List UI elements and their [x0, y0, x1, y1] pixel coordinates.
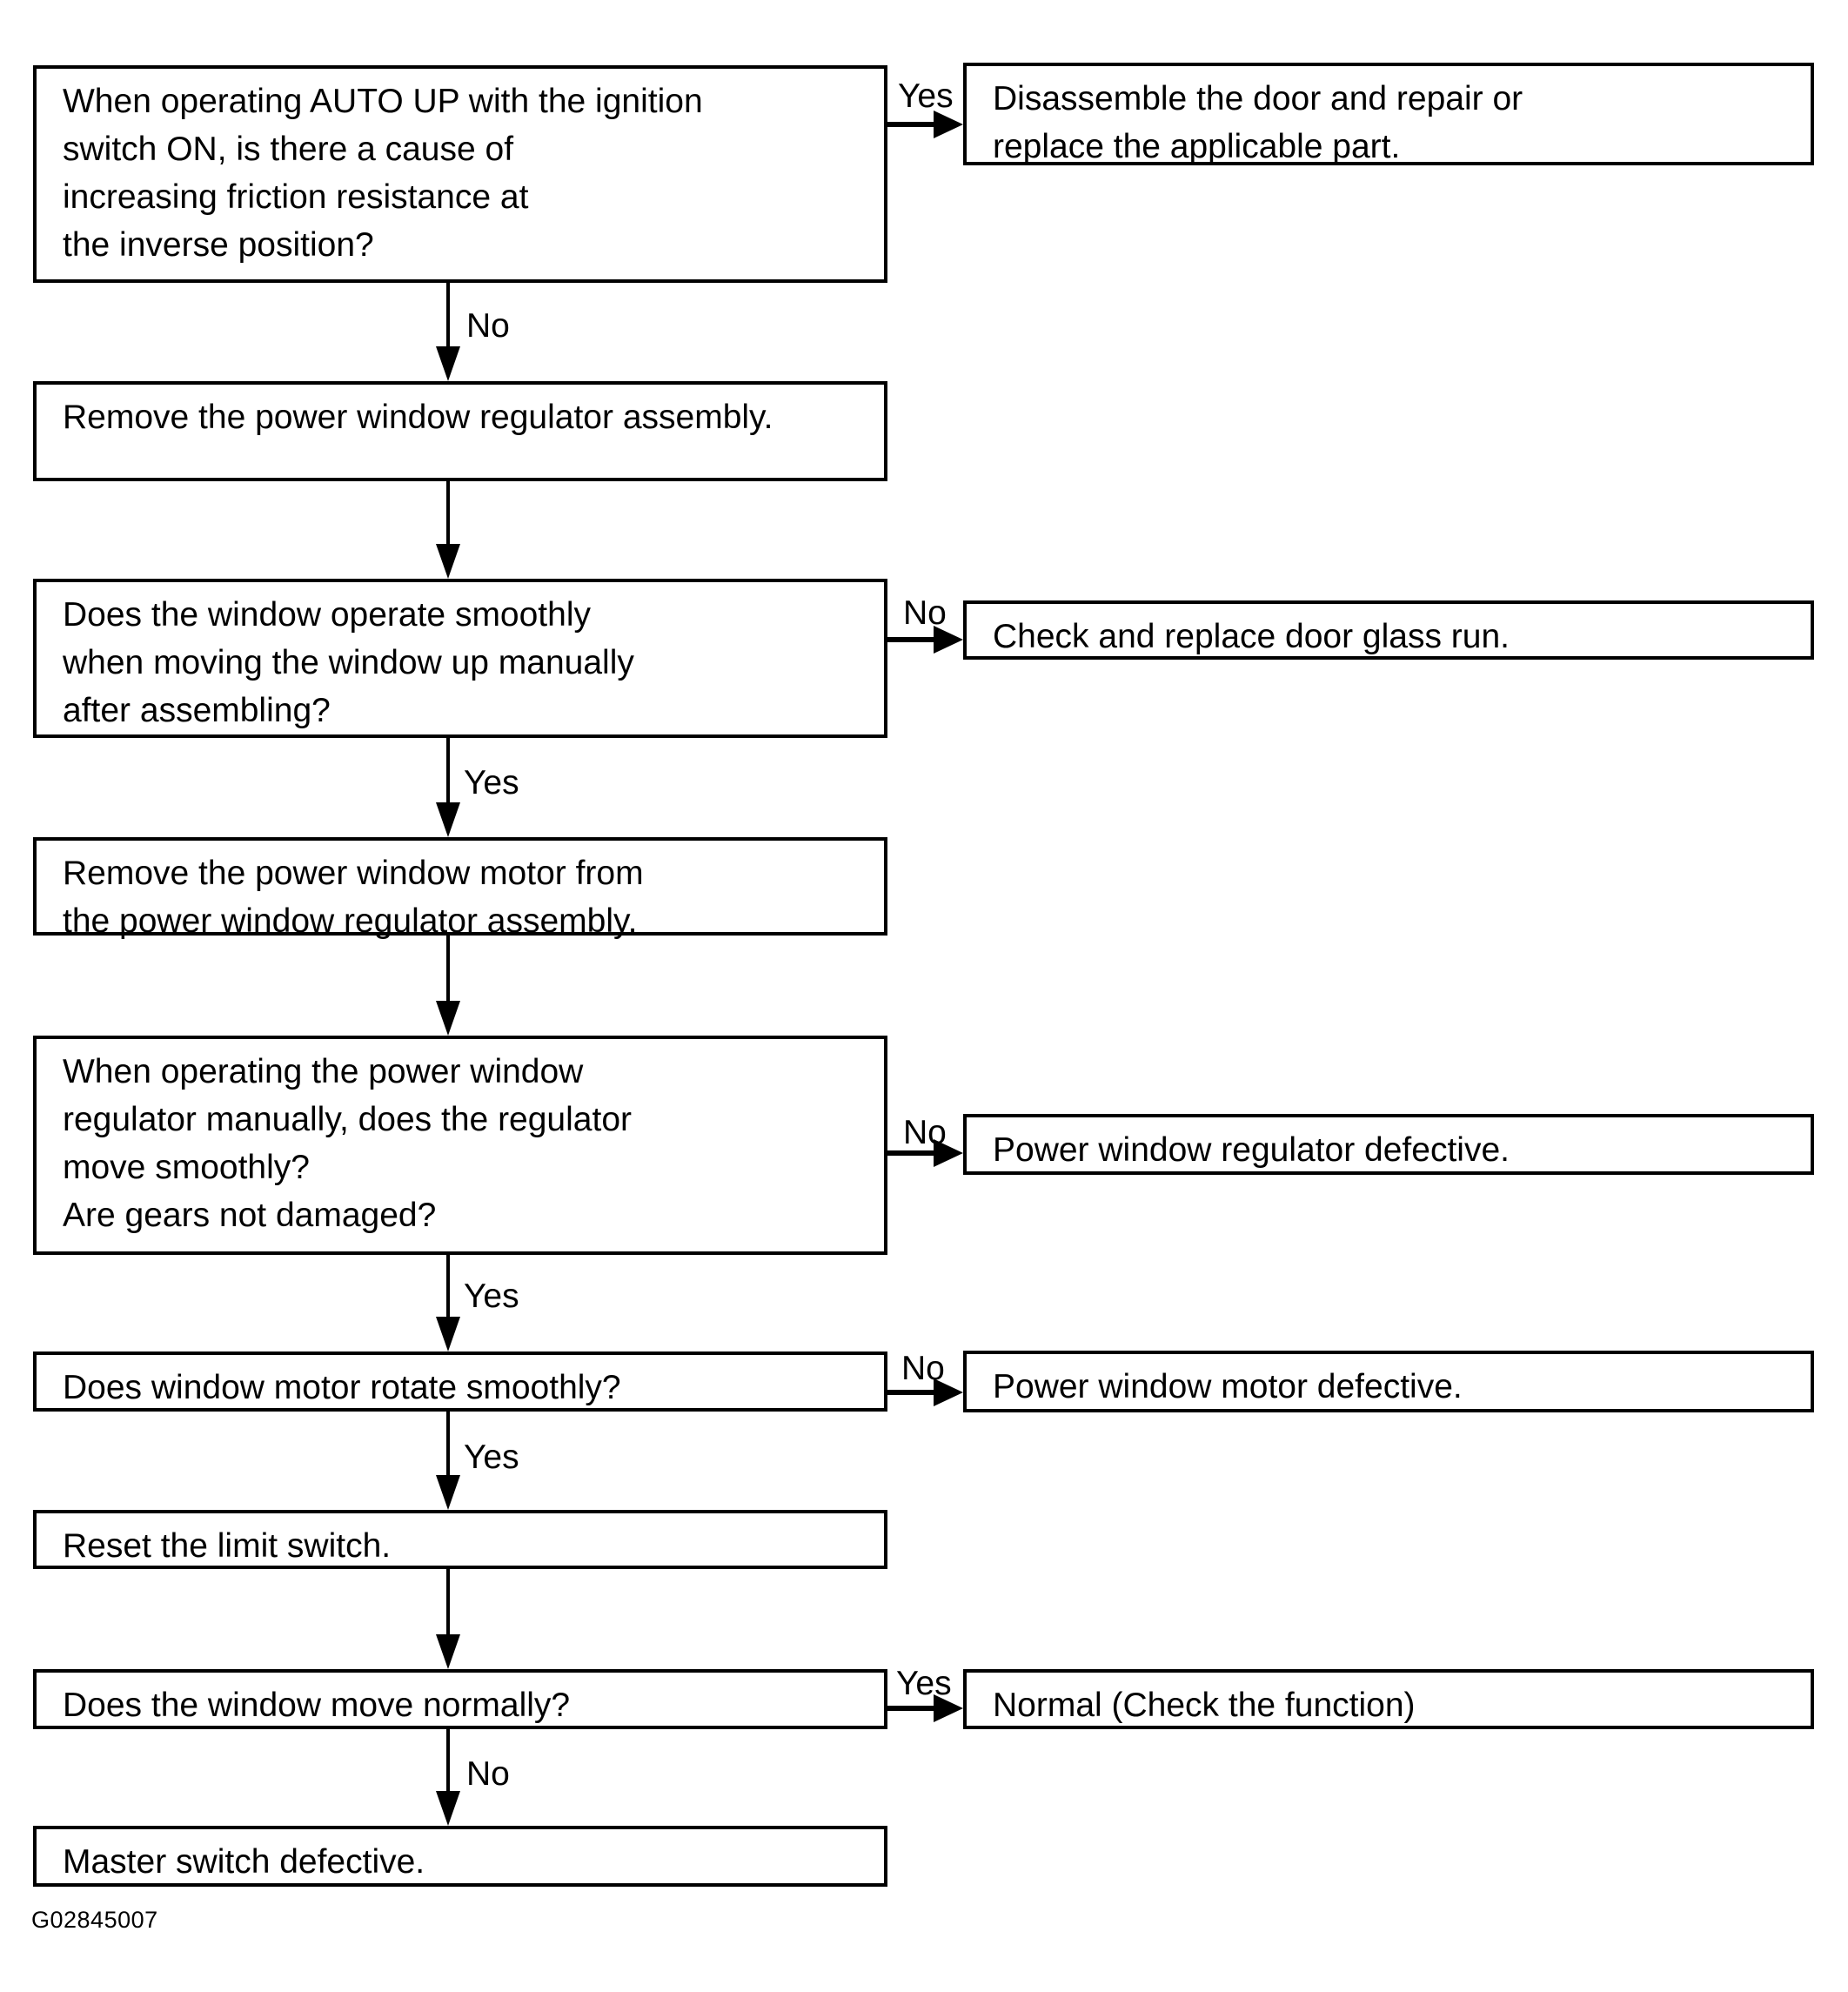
connector-motor-rotate-yes-line — [446, 1412, 450, 1475]
connector-reset-limit-next-line — [446, 1569, 450, 1634]
flow-node-q-auto-up: When operating AUTO UP with the ignition… — [33, 65, 887, 283]
connector-regulator-smooth-yes-line — [446, 1255, 450, 1317]
arrowhead-right-icon — [934, 1378, 963, 1406]
arrowhead-right-icon — [934, 626, 963, 654]
edge-label-no: No — [903, 1114, 947, 1151]
flow-node-q-window-smooth: Does the window operate smoothly when mo… — [33, 579, 887, 738]
arrowhead-down-icon — [436, 346, 460, 381]
arrowhead-down-icon — [436, 1634, 460, 1669]
flow-node-disassemble-door: Disassemble the door and repair or repla… — [963, 63, 1814, 165]
flow-node-reset-limit: Reset the limit switch. — [33, 1510, 887, 1569]
edge-label-yes: Yes — [898, 77, 954, 115]
connector-window-smooth-yes-line — [446, 738, 450, 802]
arrowhead-down-icon — [436, 1001, 460, 1036]
flow-node-q-window-normal: Does the window move normally? — [33, 1669, 887, 1729]
arrowhead-right-icon — [934, 1139, 963, 1167]
connector-motor-next-line — [446, 936, 450, 1001]
arrowhead-down-icon — [436, 802, 460, 837]
arrowhead-down-icon — [436, 1475, 460, 1510]
flow-node-motor-defective: Power window motor defective. — [963, 1351, 1814, 1412]
edge-label-no: No — [903, 594, 947, 632]
connector-auto-up-no-line — [446, 283, 450, 348]
arrowhead-right-icon — [934, 1694, 963, 1722]
figure-id-caption: G02845007 — [31, 1907, 158, 1933]
connector-auto-up-yes-line — [887, 122, 934, 127]
arrowhead-down-icon — [436, 1317, 460, 1351]
flow-node-q-motor-rotate: Does window motor rotate smoothly? — [33, 1351, 887, 1412]
edge-label-no: No — [466, 307, 510, 345]
connector-regulator-next-line — [446, 481, 450, 544]
flow-node-q-regulator-smooth: When operating the power window regulato… — [33, 1036, 887, 1255]
flow-node-glass-run: Check and replace door glass run. — [963, 600, 1814, 660]
flow-node-master-switch-defective: Master switch defective. — [33, 1826, 887, 1887]
flow-node-remove-motor: Remove the power window motor from the p… — [33, 837, 887, 940]
connector-window-normal-no-line — [446, 1729, 450, 1791]
connector-motor-rotate-no-line — [887, 1390, 934, 1395]
connector-regulator-smooth-no-line — [887, 1150, 934, 1156]
arrowhead-down-icon — [436, 1791, 460, 1826]
edge-label-yes: Yes — [464, 1278, 519, 1315]
flow-node-regulator-defective: Power window regulator defective. — [963, 1114, 1814, 1175]
connector-window-smooth-no-line — [887, 637, 934, 642]
arrowhead-down-icon — [436, 544, 460, 579]
connector-window-normal-yes-line — [887, 1706, 934, 1711]
flow-node-remove-regulator: Remove the power window regulator assemb… — [33, 381, 887, 481]
edge-label-no: No — [901, 1350, 945, 1387]
edge-label-yes: Yes — [464, 1439, 519, 1476]
arrowhead-right-icon — [934, 111, 963, 138]
flow-node-normal: Normal (Check the function) — [963, 1669, 1814, 1729]
edge-label-yes: Yes — [464, 764, 519, 801]
edge-label-yes: Yes — [896, 1665, 952, 1702]
edge-label-no: No — [466, 1755, 510, 1793]
